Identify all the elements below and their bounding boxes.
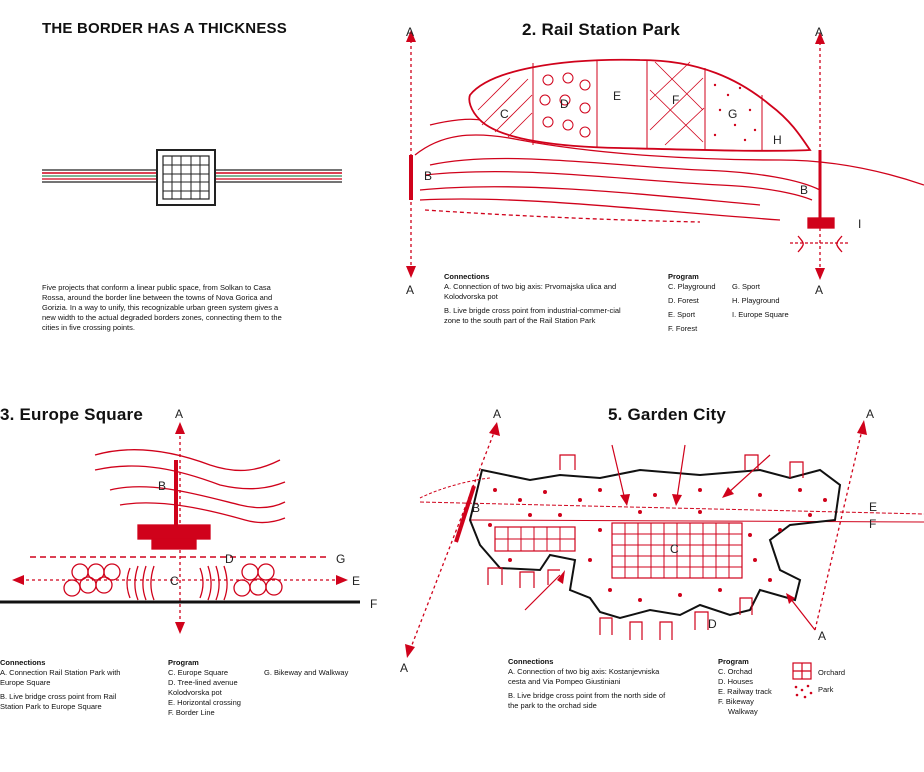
program-item: C. Playground	[668, 282, 716, 291]
program-item: E. Railway track	[718, 687, 772, 696]
desc-line: cities in five crossing points.	[42, 323, 135, 332]
p3-label-b: B	[158, 479, 166, 493]
legend-orchard-label: Orchard	[818, 668, 846, 677]
panel2-program: Program C. Playground D. Forest E. Sport…	[668, 272, 738, 334]
p2-label-b1: B	[424, 169, 432, 183]
p5-label-a2: A	[866, 407, 874, 421]
program-heading: Program	[168, 658, 199, 667]
program-item: D. Tree-lined avenue	[168, 678, 238, 687]
panel2-labels: A A A A B B C D E F G H I	[406, 25, 861, 297]
panel3-title: 3. Europe Square	[0, 405, 144, 424]
p5-label-f: F	[869, 517, 876, 531]
connection-line: cesta and Via Pompeo Giustiniani	[508, 677, 621, 686]
panel2-title: 2. Rail Station Park	[522, 20, 680, 39]
p2-label-i: I	[858, 217, 861, 231]
panel3-program: Program C. Europe Square D. Tree-lined a…	[168, 658, 268, 718]
panel3-labels: A B C D E F G	[158, 407, 377, 611]
p5-label-a3: A	[400, 661, 408, 675]
p5-label-a4: A	[818, 629, 826, 643]
p2-label-e: E	[613, 89, 621, 103]
p2-label-f: F	[672, 93, 679, 107]
p5-label-c: C	[670, 542, 679, 556]
panel2-connections: Connections A. Connection of two big axi…	[444, 272, 654, 326]
p2-label-a4: A	[815, 283, 823, 297]
p3-label-f: F	[370, 597, 377, 611]
garden-city-elements	[419, 444, 816, 640]
program-item: C. Orchad	[718, 667, 753, 676]
connection-line: B. Live bridge cross point from the nort…	[508, 691, 666, 700]
connection-line: Kolodvorska pot	[444, 292, 498, 301]
p2-label-d: D	[560, 97, 569, 111]
p3-label-d: D	[225, 552, 234, 566]
program-item: E. Sport	[668, 310, 696, 319]
park-dots	[488, 488, 827, 602]
connection-line: A. Connection of two big axis: Kostanjev…	[508, 667, 660, 676]
desc-line: new width to the actual degraded borders…	[42, 313, 282, 322]
border-line-drawing	[42, 149, 342, 206]
p5-label-b: B	[472, 501, 480, 515]
p2-label-a1: A	[406, 25, 414, 39]
panel5-title: 5. Garden City	[608, 405, 727, 424]
p3-label-e: E	[352, 574, 360, 588]
p3-label-a: A	[175, 407, 183, 421]
p2-label-c: C	[500, 107, 509, 121]
connection-line: Station Park to Europe Square	[0, 702, 102, 711]
legend-park-label: Park	[818, 685, 834, 694]
p5-label-d: D	[708, 617, 717, 631]
panel5-program: Program C. Orchad D. Houses E. Railway t…	[718, 657, 788, 717]
p3-label-c: C	[170, 574, 179, 588]
program-item: G. Bikeway and Walkway	[264, 668, 349, 677]
garden-city-diagram	[405, 420, 924, 658]
p2-label-h: H	[773, 133, 782, 147]
panel2-program-col2: G. Sport H. Playground I. Europe Square	[732, 282, 822, 320]
program-heading: Program	[668, 272, 699, 281]
program-item: I. Europe Square	[732, 310, 789, 319]
p2-label-a3: A	[406, 283, 414, 297]
desc-line: Gorizia. In a way to unify, this recogni…	[42, 303, 279, 312]
program-item: D. Houses	[718, 677, 754, 686]
connection-line: A. Connection Rail Station Park with	[0, 668, 121, 677]
p2-label-b2: B	[800, 183, 808, 197]
desc-line: Rossa, around the border line between th…	[42, 293, 273, 302]
connections-heading: Connections	[0, 658, 46, 667]
program-item: D. Forest	[668, 296, 699, 305]
program-item: H. Playground	[732, 296, 780, 305]
panel1-description: Five projects that conform a linear publ…	[42, 283, 347, 333]
connection-line: the park to the orchad side	[508, 701, 597, 710]
rail-station-park-diagram	[406, 30, 924, 280]
panel5-connections: Connections A. Connection of two big axi…	[508, 657, 708, 711]
program-item: F. Forest	[668, 324, 698, 333]
p5-label-e: E	[869, 500, 877, 514]
connection-line: zone to the south part of the Rail Stati…	[444, 316, 596, 325]
program-heading: Program	[718, 657, 749, 666]
p2-label-a2: A	[815, 25, 823, 39]
program-item: E. Horizontal crossing	[168, 698, 241, 707]
program-item: Kolodvorska pot	[168, 688, 222, 697]
program-item: F. Bikeway	[718, 697, 754, 706]
connections-heading: Connections	[508, 657, 554, 666]
legend-icons	[792, 662, 812, 680]
panel5-labels: A A A A B C D E F	[400, 407, 877, 675]
connections-heading: Connections	[444, 272, 490, 281]
p5-label-a1: A	[493, 407, 501, 421]
connection-line: A. Connection of two big axis: Prvomajsk…	[444, 282, 617, 291]
desc-line: Five projects that conform a linear publ…	[42, 283, 271, 292]
program-item: G. Sport	[732, 282, 760, 291]
garden-city-outline	[468, 468, 842, 620]
legend-park-dots	[794, 684, 813, 699]
connection-line: B. Live brigde cross point from industri…	[444, 306, 621, 315]
connection-line: B. Live bridge cross point from Rail	[0, 692, 117, 701]
p3-label-g: G	[336, 552, 345, 566]
panel3-connections: Connections A. Connection Rail Station P…	[0, 658, 160, 712]
p2-label-g: G	[728, 107, 737, 121]
panel3-program-col2: G. Bikeway and Walkway	[264, 668, 374, 678]
panel1-title: THE BORDER HAS A THICKNESS	[42, 20, 287, 37]
program-item: C. Europe Square	[168, 668, 229, 677]
europe-square-diagram	[12, 422, 348, 634]
program-item: F. Border Line	[168, 708, 215, 717]
connection-line: Europe Square	[0, 678, 51, 687]
program-item: Walkway	[728, 707, 758, 716]
